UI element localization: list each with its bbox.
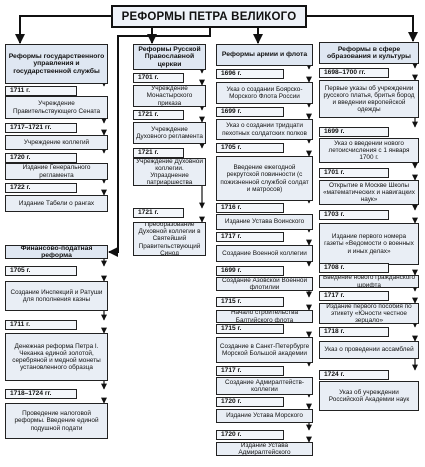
reform-item-fin: Создание Инспекций и Ратуши для пополнен… [5,281,108,311]
year-label-army: 1717 г. [216,232,284,242]
year-label-church: 1701 г. [133,73,184,83]
year-label-army: 1717 г. [216,366,284,376]
year-label-church: 1721 г. [133,208,184,218]
year-label-gov: 1711 г. [5,86,77,96]
year-label-army: 1720 г. [216,430,284,440]
year-label-culture: 1717 г. [319,291,389,301]
reform-item-fin: Денежная реформа Петра I. Чеканка единой… [5,333,108,381]
reform-item-army: Начало строительства Балтийского флота [216,310,313,323]
column-header-army: Реформы армии и флота [216,44,313,66]
reform-item-church: Преобразование Духовной коллегии в Святе… [133,222,206,256]
reform-item-army: Указ о создании Боярско-Морского Флота Р… [216,82,313,104]
reform-item-church: Учреждение Духовной коллегии. Упразднени… [133,158,206,186]
reform-item-army: Указ о создании тридцати пехотных солдат… [216,119,313,140]
reform-item-culture: Издание первого пособия по этикету «Юнос… [319,303,419,324]
connector-line [108,28,211,257]
reform-item-army: Создание в Санкт-Петербурге Морской Боль… [216,337,313,363]
year-label-army: 1696 г. [216,69,284,79]
reform-item-army: Издание Устава Морского [216,409,313,423]
year-label-army: 1716 г. [216,203,284,213]
reform-item-army: Создание Азовской Военной флотилии [216,277,313,291]
year-label-culture: 1724 г. [319,370,389,380]
reform-item-gov: Издание Генерального регламента [5,163,108,180]
connector-line [307,15,418,42]
reform-item-culture: Указ о введении нового летоисчисления с … [319,138,419,163]
year-label-army: 1720 г. [216,397,284,407]
reform-item-army: Введение ежегодной рекрутской повинности… [216,156,313,201]
reform-item-culture: Указ об учреждении Российской Академии н… [319,381,419,411]
year-label-culture: 1703 г. [319,210,389,220]
reform-item-culture: Первые указы об учреждении русского плат… [319,80,419,118]
year-label-culture: 1701 г. [319,168,389,178]
year-label-gov: 1720 г. [5,153,77,163]
year-label-culture: 1718 г. [319,327,389,337]
year-label-gov: 1722 г. [5,183,77,193]
year-label-fin: 1711 г. [5,320,77,330]
connector-lines [15,15,418,257]
year-label-army: 1715 г. [216,297,284,307]
year-label-church: 1721 г. [133,148,184,158]
reform-item-gov: Учреждение коллегий [5,135,108,150]
column-header-culture: Реформы в сфере образования и культуры [319,42,419,64]
year-label-fin: 1705 г. [5,266,77,276]
reform-item-culture: Открытие в Москве Школы «математических … [319,180,419,205]
reform-item-gov: Учреждение Правительствующего Сената [5,96,108,119]
year-label-fin: 1718–1724 гг. [5,389,77,399]
year-label-army: 1715 г. [216,324,284,334]
column-header-church: Реформы Русской Православной церкви [133,44,206,70]
year-label-army: 1699 г. [216,266,284,276]
reform-item-gov: Издание Табели о рангах [5,195,108,212]
reform-item-fin: Проведение налоговой реформы. Введение е… [5,403,108,439]
connector-line [15,15,111,44]
column-header-gov: Реформы государственного управления и го… [5,44,108,84]
reform-item-army: Издание Устава Воинского [216,214,313,230]
year-label-gov: 1717–1721 гг. [5,123,77,133]
year-label-culture: 1698–1700 гг. [319,68,389,78]
column-header-fin: Финансово-податная реформа [5,245,108,259]
reform-item-army: Создание Адмиралтейств-коллегии [216,377,313,395]
reform-item-church: Учреждение Духовного регламента [133,122,206,144]
year-label-army: 1705 г. [216,143,284,153]
year-label-culture: 1699 г. [319,127,389,137]
reform-item-church: Учреждение Монастырского приказа [133,85,206,107]
reform-item-culture: Введение нового гражданского шрифта [319,275,419,288]
year-label-culture: 1708 г. [319,263,389,273]
reform-item-army: Издание Устава Адмиралтейского [216,442,313,456]
page-title: РЕФОРМЫ ПЕТРА ВЕЛИКОГО [111,5,307,28]
reform-item-army: Создание Военной коллегии [216,245,313,262]
inner-arrows [101,62,418,443]
reform-item-culture: Издание первого номера газеты «Ведомости… [319,223,419,265]
year-label-church: 1721 г. [133,110,184,120]
reform-item-culture: Указ о проведении ассамблей [319,341,419,359]
year-label-army: 1699 г. [216,107,284,117]
